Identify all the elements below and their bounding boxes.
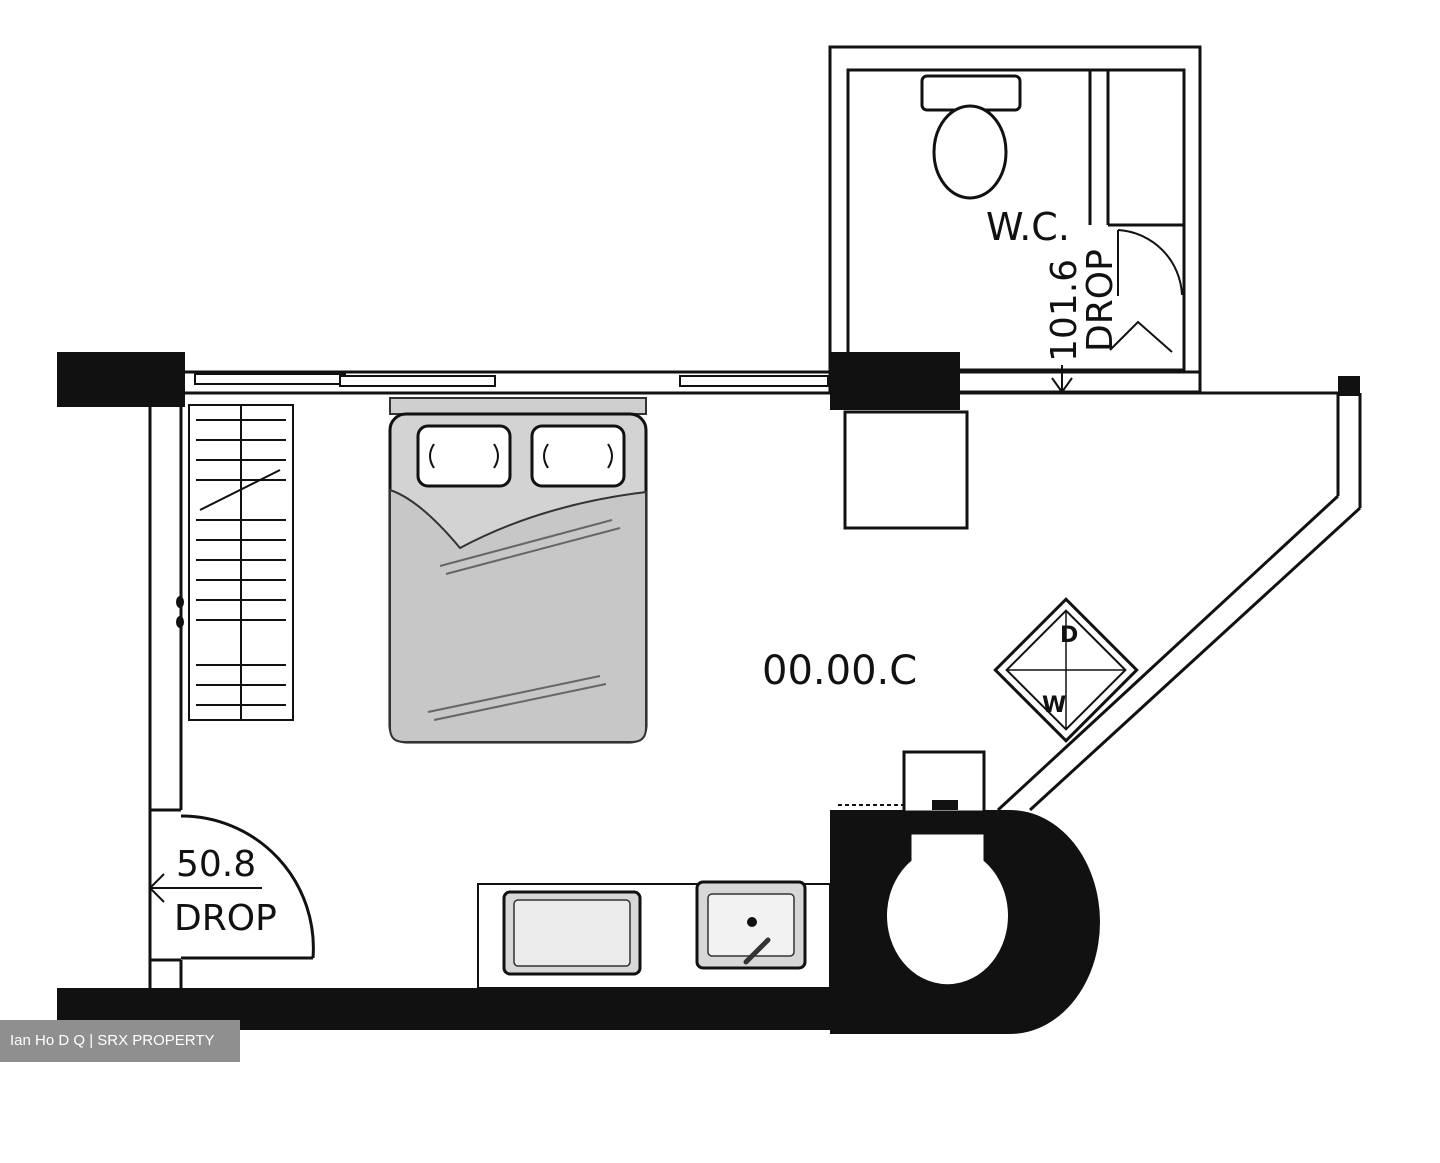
- wardrobe-diagonal: [199, 469, 281, 511]
- kitchen-counter: [477, 880, 831, 989]
- hinge: [176, 596, 184, 608]
- bed-fold-line: [433, 683, 607, 721]
- entry-door-swing: [180, 814, 315, 959]
- wc-door-swing: [1117, 229, 1183, 296]
- wc-inner-wall: [846, 68, 1186, 372]
- wall-wc-bottom-block: [830, 352, 960, 410]
- watermark-credit: Ian Ho D Q | SRX PROPERTY: [0, 1020, 240, 1062]
- wc-drop-arrow-head: [1051, 377, 1073, 394]
- wall-slant-inner: [996, 494, 1340, 812]
- bed-headboard: [389, 397, 647, 415]
- wall-right-top-stub: [1338, 376, 1360, 396]
- washer-inner: [1005, 609, 1127, 731]
- bed-fold-line: [445, 527, 621, 575]
- entry-drop-value: 50.8: [176, 844, 256, 885]
- window-pane-3: [679, 375, 829, 387]
- wall-hinges: [176, 596, 184, 628]
- bed-fold-line: [427, 675, 601, 713]
- wall-left-top-stub: [57, 352, 185, 407]
- washer-line: [1065, 610, 1067, 730]
- bed: [388, 397, 648, 744]
- wc-outer-wall: [828, 45, 1202, 394]
- unit-label: 00.00.C: [762, 648, 917, 694]
- wall-slant-outer: [1028, 506, 1362, 812]
- top-windows: [194, 373, 829, 387]
- window-pane-1: [194, 373, 346, 385]
- pillow-right: [530, 424, 626, 488]
- column-cutout: [884, 831, 1011, 988]
- counter-below-wc: [843, 410, 969, 530]
- sink-drain: [747, 917, 757, 927]
- bed-duvet: [389, 488, 647, 743]
- wardrobe: [188, 404, 294, 721]
- entry-drop-arrow-head: [148, 873, 165, 903]
- hob-inner: [513, 899, 631, 967]
- fridge-handle: [932, 800, 958, 810]
- wc-label: W.C.: [986, 205, 1070, 249]
- pillow-right-curves: [543, 443, 613, 469]
- entry-door: [148, 814, 315, 960]
- pillow-left-curves: [429, 443, 499, 469]
- window-pane-2: [339, 375, 496, 387]
- wc-room: [828, 45, 1202, 394]
- washer-mark-bottom: W: [1042, 693, 1066, 718]
- wc-drop-value: 101.6: [1044, 259, 1085, 362]
- washer-mark-top: D: [1060, 623, 1078, 648]
- toilet: [920, 74, 1022, 200]
- bed-fold-line: [439, 519, 613, 567]
- toilet-bowl: [932, 104, 1008, 200]
- wc-chevron: [1109, 320, 1173, 353]
- washing-machine: [993, 597, 1139, 743]
- sink-tap: [743, 937, 771, 965]
- hinge: [176, 616, 184, 628]
- entry-drop-text: DROP: [174, 898, 277, 939]
- wc-drop-text: DROP: [1080, 249, 1121, 352]
- pillow-left: [416, 424, 512, 488]
